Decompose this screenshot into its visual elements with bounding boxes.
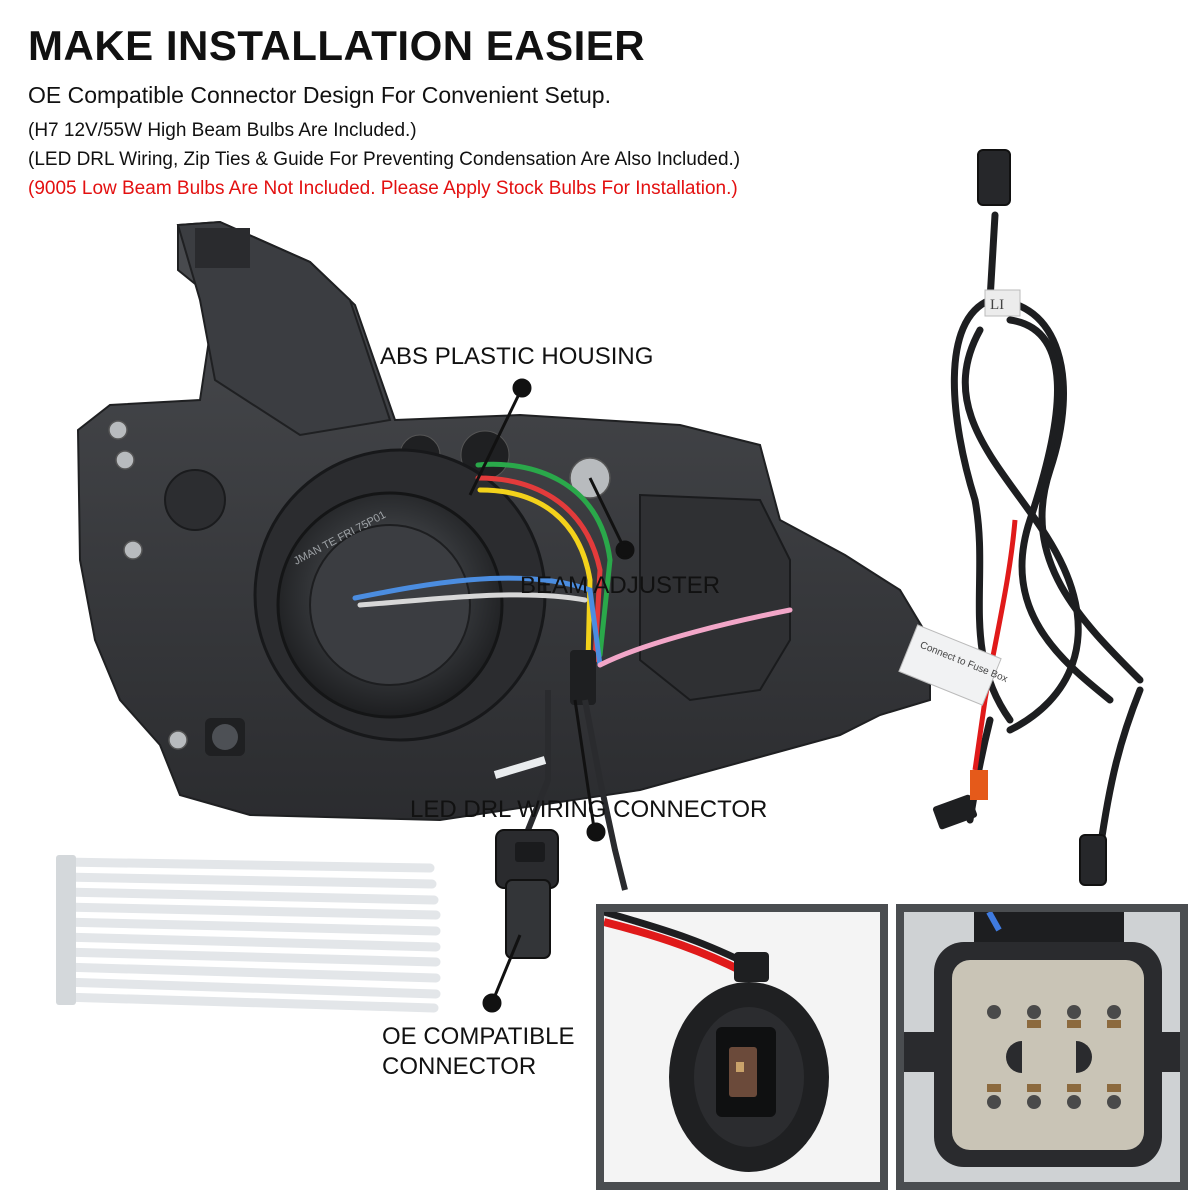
inset-oe-connector <box>896 904 1188 1190</box>
included-note-wiring: (LED DRL Wiring, Zip Ties & Guide For Pr… <box>28 149 741 170</box>
callout-oe-line2: CONNECTOR <box>382 1053 537 1080</box>
zip-ties-bundle <box>56 855 441 1013</box>
harness-tag: Connect to Fuse Box <box>898 624 1009 706</box>
included-note-bulbs: (H7 12V/55W High Beam Bulbs Are Included… <box>28 120 417 141</box>
page-title: MAKE INSTALLATION EASIER <box>28 22 646 69</box>
drl-connector-closeup <box>604 912 829 1172</box>
oe-connector-closeup <box>904 912 1180 1167</box>
inset-drl-connector <box>596 904 888 1190</box>
fuse-tap <box>932 770 988 830</box>
callout-housing: ABS PLASTIC HOUSING <box>380 343 654 370</box>
harness-connectors <box>977 149 1107 886</box>
callout-drl-connector: LED DRL WIRING CONNECTOR <box>410 796 768 823</box>
warning-note: (9005 Low Beam Bulbs Are Not Included. P… <box>28 178 738 199</box>
installed-zip-tie <box>493 756 547 779</box>
callout-oe-connector: OE COMPATIBLE CONNECTOR <box>382 1022 574 1082</box>
callout-beam-adjuster: BEAM ADJUSTER <box>520 572 721 599</box>
drl-connector-body <box>570 650 596 705</box>
oe-connector-lead <box>525 690 551 832</box>
callout-oe-line1: OE COMPATIBLE <box>382 1023 575 1050</box>
headlight-housing <box>76 220 931 822</box>
drl-harness-coil <box>950 211 1144 854</box>
oe-connector-plug <box>495 829 559 959</box>
callout-markers <box>468 378 635 1013</box>
drl-wire-bundle <box>352 461 793 668</box>
page-subtitle: OE Compatible Connector Design For Conve… <box>28 82 611 108</box>
harness-label-text: LI <box>990 297 1004 313</box>
